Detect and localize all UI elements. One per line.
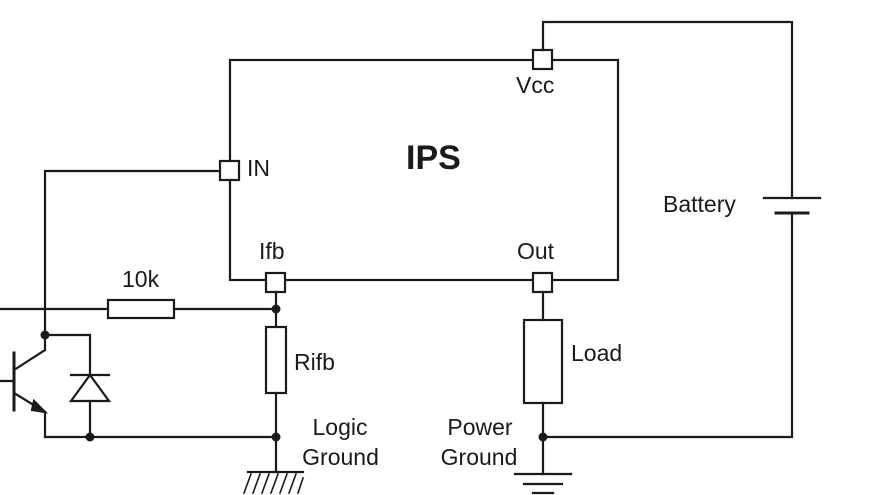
pin-out-label: Out xyxy=(517,238,555,264)
transistor-collector xyxy=(12,348,47,372)
logic-ground-label-line2: Ground xyxy=(302,444,379,470)
battery-label: Battery xyxy=(663,191,736,217)
resistor-10k-label: 10k xyxy=(122,266,160,292)
wire-diode-top xyxy=(43,333,92,377)
rifb-label: Rifb xyxy=(294,349,335,375)
junction-logic-ground xyxy=(271,432,281,442)
logic-ground-hatch xyxy=(242,472,305,495)
ips-title: IPS xyxy=(406,139,461,177)
junction-ifb xyxy=(271,304,281,314)
pin-out xyxy=(531,271,554,294)
pin-vcc-label: Vcc xyxy=(516,72,555,98)
transistor-emitter-arrow xyxy=(30,398,49,414)
logic-ground-label-line1: Logic xyxy=(312,414,368,440)
resistor-rifb xyxy=(264,325,288,395)
pin-in-label: IN xyxy=(247,155,270,181)
pin-vcc xyxy=(531,48,554,71)
diode-triangle xyxy=(68,373,112,403)
junction-diode-ground xyxy=(85,432,95,442)
junction-power-ground xyxy=(538,432,548,442)
pin-in xyxy=(218,159,241,182)
power-ground-label-line2: Ground xyxy=(440,444,518,470)
pin-ifb-label: Ifb xyxy=(259,238,285,264)
resistor-load xyxy=(522,318,564,405)
junction-collector xyxy=(40,330,50,340)
wire-battery-ground xyxy=(541,216,794,439)
wire-in xyxy=(43,169,222,337)
load-label: Load xyxy=(571,340,623,366)
power-ground-label-line1: Power xyxy=(447,414,513,440)
resistor-10k xyxy=(106,298,176,320)
pin-ifb xyxy=(264,271,287,294)
wire-vcc-battery xyxy=(541,20,794,192)
